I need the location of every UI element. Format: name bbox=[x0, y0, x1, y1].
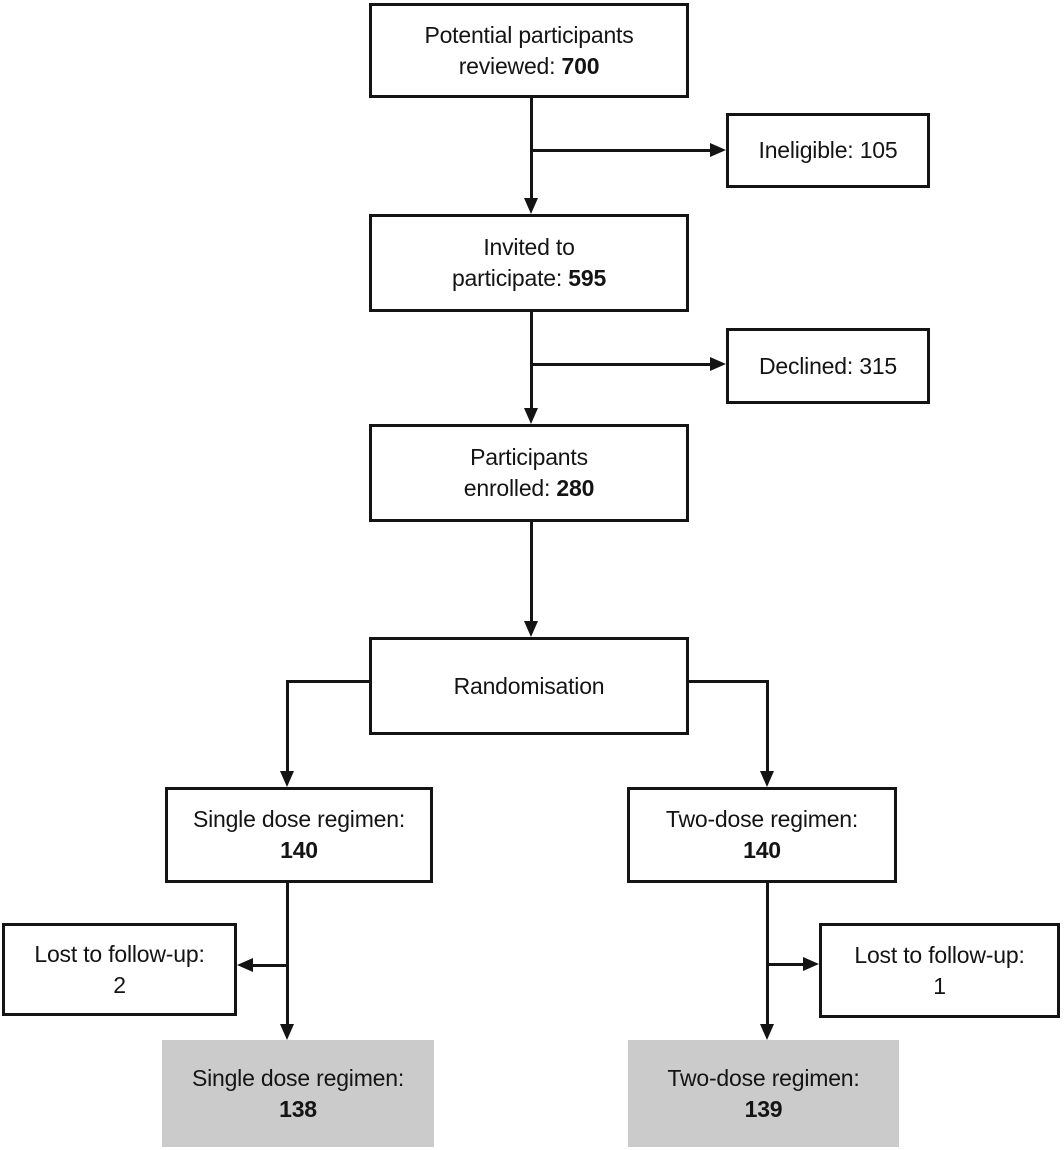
arrowhead-to-lost-single bbox=[237, 958, 253, 972]
box-randomisation: Randomisation bbox=[369, 637, 689, 735]
connector-invited-down bbox=[530, 310, 533, 410]
count-value: 139 bbox=[744, 1095, 783, 1122]
box-enrolled: Participants enrolled: 280 bbox=[369, 424, 689, 522]
count-value: 2 bbox=[113, 971, 126, 998]
connector-enrolled-down bbox=[530, 520, 533, 623]
box-single-dose-allocated: Single dose regimen: 140 bbox=[165, 787, 433, 883]
connector-randomisation-left-h bbox=[286, 680, 371, 683]
arrowhead-to-two-final bbox=[760, 1024, 774, 1040]
box-text-line: Single dose regimen: bbox=[191, 1064, 405, 1091]
box-lost-follow-up-single: Lost to follow-up: 2 bbox=[2, 923, 237, 1016]
arrowhead-to-declined bbox=[710, 357, 726, 371]
count-value: 280 bbox=[556, 475, 595, 501]
count-value: 138 bbox=[279, 1095, 317, 1122]
arrowhead-to-invited bbox=[524, 198, 538, 214]
connector-single-dose-down bbox=[286, 881, 289, 1026]
count-value: 1 bbox=[933, 972, 946, 999]
box-text-line: participate: 595 bbox=[451, 265, 607, 291]
arrowhead-to-single-dose bbox=[280, 771, 294, 787]
box-single-dose-completed: Single dose regimen: 138 bbox=[162, 1040, 434, 1147]
count-value: 700 bbox=[561, 52, 600, 79]
count-value: 140 bbox=[280, 837, 318, 863]
box-text-line: Single dose regimen: bbox=[192, 806, 406, 832]
box-lost-follow-up-two: Lost to follow-up: 1 bbox=[819, 923, 1060, 1018]
box-text-line: Invited to bbox=[483, 234, 575, 260]
box-text-line: Randomisation bbox=[453, 672, 605, 699]
connector-to-lost-two bbox=[768, 963, 803, 966]
box-text-line: Ineligible: 105 bbox=[758, 137, 898, 163]
connector-randomisation-right-h bbox=[687, 680, 768, 683]
box-two-dose-allocated: Two-dose regimen: 140 bbox=[627, 787, 897, 883]
count-value: 140 bbox=[743, 837, 781, 863]
box-text-line: Two-dose regimen: bbox=[665, 806, 859, 832]
box-declined: Declined: 315 bbox=[726, 328, 930, 404]
count-value: 105 bbox=[859, 137, 898, 163]
box-text-line: Potential participants bbox=[424, 21, 634, 48]
box-potential-participants: Potential participants reviewed: 700 bbox=[369, 3, 689, 98]
connector-to-lost-single bbox=[253, 964, 288, 967]
box-invited: Invited to participate: 595 bbox=[369, 214, 689, 312]
connector-randomisation-left-v bbox=[286, 680, 289, 773]
box-text-line: Lost to follow-up: bbox=[34, 940, 205, 967]
arrowhead-to-lost-two bbox=[803, 957, 819, 971]
count-value: 315 bbox=[859, 352, 898, 379]
box-ineligible: Ineligible: 105 bbox=[726, 113, 930, 188]
connector-two-dose-down bbox=[766, 881, 769, 1026]
arrowhead-to-ineligible bbox=[710, 143, 726, 157]
box-text-line: Lost to follow-up: bbox=[854, 941, 1025, 968]
arrowhead-to-single-final bbox=[280, 1024, 294, 1040]
box-text-line: enrolled: 280 bbox=[463, 475, 595, 501]
arrowhead-to-enrolled bbox=[524, 408, 538, 424]
arrowhead-to-randomisation bbox=[524, 621, 538, 637]
connector-to-ineligible bbox=[531, 149, 711, 152]
box-text-line: Participants bbox=[470, 444, 588, 470]
box-text-line: reviewed: 700 bbox=[458, 52, 600, 79]
connector-randomisation-right-v bbox=[766, 680, 769, 773]
connector-to-declined bbox=[531, 363, 711, 366]
box-two-dose-completed: Two-dose regimen: 139 bbox=[628, 1040, 899, 1147]
box-text-line: Two-dose regimen: bbox=[667, 1064, 860, 1091]
arrowhead-to-two-dose bbox=[760, 771, 774, 787]
count-value: 595 bbox=[568, 265, 607, 291]
box-text-line: Declined: 315 bbox=[758, 352, 898, 379]
